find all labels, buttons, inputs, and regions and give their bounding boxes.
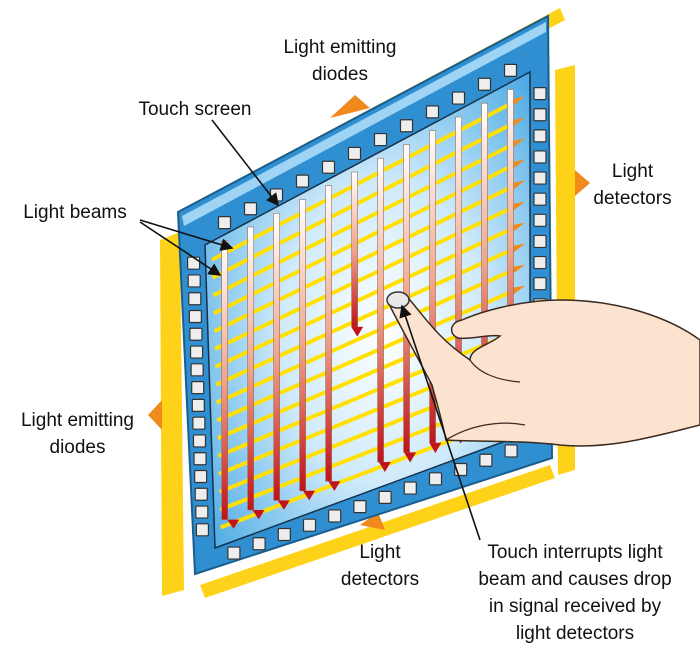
label-line: Touch interrupts light (487, 542, 663, 563)
detector-right (533, 255, 547, 270)
beam-arrowhead (378, 461, 391, 473)
detector-bottom (378, 490, 392, 504)
led-left (191, 398, 205, 412)
detector-right (533, 108, 547, 122)
detector-bottom (479, 453, 493, 467)
label-left-leds: Light emitting diodes (5, 407, 150, 461)
led-left (195, 523, 209, 537)
label-line: detectors (593, 188, 672, 209)
detector-right (533, 192, 547, 206)
label-touch-screen: Touch screen (138, 99, 252, 120)
beam-arrowhead (404, 452, 417, 463)
beam-arrowhead (227, 519, 240, 529)
label-line: Light emitting (283, 37, 397, 58)
label-top-leds: Light emitting diodes (270, 34, 410, 88)
beam-arrowhead (351, 326, 364, 337)
detector-bottom (504, 444, 518, 458)
led-top (425, 105, 440, 119)
detector-right (533, 213, 547, 227)
led-left (192, 434, 207, 448)
led-top (243, 202, 258, 216)
label-line: diodes (312, 64, 368, 85)
detector-bottom (227, 546, 241, 560)
led-top (399, 119, 414, 133)
label-line: in signal received by (488, 596, 662, 617)
label-light-beams: Light beams (23, 202, 127, 223)
label-line: beam and causes drop (478, 569, 672, 590)
detector-bottom (277, 527, 291, 542)
detector-bottom (353, 500, 367, 514)
beam-arrowhead (303, 490, 316, 501)
vertical-beam (299, 199, 306, 492)
led-left (195, 505, 209, 519)
led-top (451, 91, 466, 105)
detector-bottom (428, 472, 443, 486)
led-left (188, 292, 202, 306)
label-line: Light emitting (20, 410, 134, 431)
label-line: Light (611, 161, 654, 182)
fingertip-touch (386, 291, 410, 309)
beam-arrowhead (252, 509, 265, 520)
detector-bottom (302, 518, 317, 532)
beam-arrowhead (429, 442, 442, 454)
detector-right (533, 129, 547, 143)
detector-right (533, 277, 547, 291)
led-left (189, 327, 203, 341)
hand (386, 291, 700, 447)
led-left (194, 487, 208, 501)
frame-highlight (182, 22, 546, 226)
led-left (192, 416, 206, 430)
arrow-left (148, 400, 162, 430)
vertical-beam (325, 185, 332, 482)
leader-lines (139, 119, 481, 541)
led-left (188, 309, 202, 324)
detector-bottom (252, 537, 266, 551)
label-bottom-detectors: Light detectors (325, 539, 435, 593)
led-top (503, 63, 518, 77)
glow-bar-left (160, 232, 184, 596)
vertical-beam (221, 240, 228, 520)
led-top (477, 77, 492, 91)
label-touch-note: Touch interrupts light beam and causes d… (455, 539, 695, 647)
led-top (269, 188, 284, 202)
led-left (187, 256, 201, 270)
led-top (321, 160, 336, 174)
vertical-beam (273, 212, 280, 501)
led-left (194, 469, 208, 484)
led-top (373, 132, 388, 147)
led-top (347, 146, 362, 161)
detector-right (533, 234, 547, 249)
detector-bottom (328, 509, 342, 523)
label-right-detectors: Light detectors (575, 158, 690, 212)
led-left (193, 452, 207, 466)
label-line: detectors (340, 569, 420, 590)
detector-right (533, 86, 547, 101)
arrow-right (575, 170, 590, 196)
led-top (217, 216, 232, 230)
led-left (187, 274, 201, 288)
vertical-beam (377, 157, 384, 463)
vertical-beam (351, 171, 358, 328)
label-line: diodes (49, 437, 106, 458)
led-left (190, 363, 204, 377)
beam-arrowhead (328, 481, 341, 491)
label-line: Light (359, 542, 401, 563)
vertical-beam (247, 226, 254, 511)
label-line: light detectors (515, 623, 635, 644)
arrow-bottom (360, 512, 385, 530)
detector-bottom (403, 481, 417, 495)
beam-arrowhead (277, 500, 290, 510)
detector-right (533, 171, 547, 185)
hand-shape (389, 293, 700, 447)
led-left (191, 381, 205, 395)
detector-right (533, 150, 547, 164)
arrow-top (330, 95, 370, 118)
led-top (295, 174, 310, 188)
led-left (189, 345, 204, 359)
